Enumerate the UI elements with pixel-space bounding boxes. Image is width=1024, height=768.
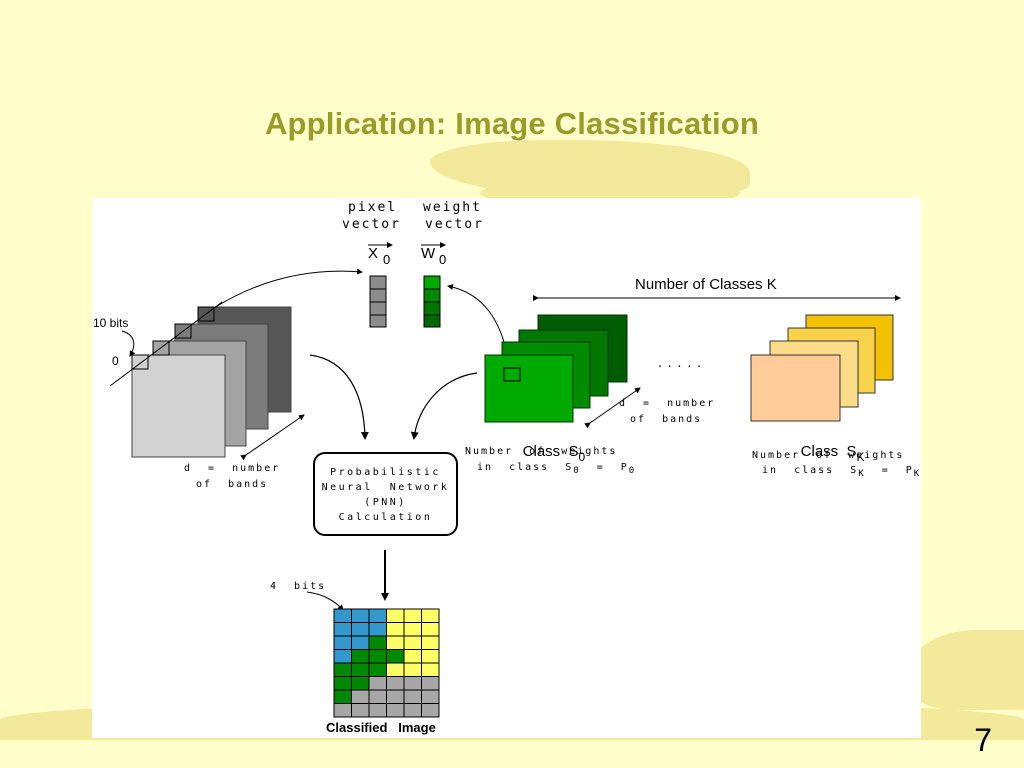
four-bits-label: 4 bits bbox=[270, 581, 327, 592]
classified-pixel bbox=[386, 662, 405, 677]
class-sk-bands bbox=[750, 314, 894, 422]
classified-pixel bbox=[368, 689, 387, 704]
classified-pixel bbox=[368, 608, 387, 623]
classified-pixel bbox=[368, 635, 387, 650]
classified-pixel bbox=[421, 622, 440, 637]
pnn-line: Calculation bbox=[338, 512, 433, 523]
class-bands-label: d = number bbox=[619, 398, 716, 409]
weight-vector-label: weight bbox=[423, 200, 482, 215]
classified-pixel bbox=[386, 635, 405, 650]
classified-pixel bbox=[403, 649, 422, 664]
classified-pixel bbox=[403, 622, 422, 637]
pixel-vector-label: vector bbox=[342, 217, 401, 232]
classified-pixel bbox=[403, 608, 422, 623]
class-bands-label: of bands bbox=[630, 414, 703, 425]
classified-pixel bbox=[421, 608, 440, 623]
classified-pixel bbox=[368, 649, 387, 664]
classified-pixel bbox=[333, 689, 352, 704]
classified-pixel bbox=[351, 689, 370, 704]
class-sk-weights-label: Number of weights bbox=[752, 450, 905, 461]
classified-pixel bbox=[333, 676, 352, 691]
pixel-vector-label: pixel bbox=[348, 200, 398, 215]
classified-pixel bbox=[351, 635, 370, 650]
x-vector-subscript: 0 bbox=[383, 252, 391, 267]
number-of-classes-label: Number of Classes K bbox=[635, 276, 777, 293]
classified-pixel bbox=[333, 608, 352, 623]
classified-image-label: Classified Image bbox=[326, 720, 436, 735]
classified-pixel bbox=[421, 689, 440, 704]
classified-image-grid bbox=[333, 608, 440, 718]
classified-pixel bbox=[333, 635, 352, 650]
classified-pixel bbox=[403, 676, 422, 691]
classified-pixel bbox=[333, 662, 352, 677]
background-splash bbox=[905, 630, 1024, 710]
classes-ellipsis: . . . . . bbox=[658, 354, 703, 370]
class-sk-weights-label: in class SK = PK bbox=[762, 465, 922, 479]
classified-pixel bbox=[368, 676, 387, 691]
classified-pixel bbox=[386, 689, 405, 704]
w-vector-symbol: W bbox=[421, 245, 436, 262]
classified-pixel bbox=[333, 622, 352, 637]
input-bands-label: d = number bbox=[184, 463, 281, 474]
classified-pixel bbox=[421, 649, 440, 664]
input-bands-label: of bands bbox=[196, 479, 269, 490]
class-s0-weights-label: in class S0 = P0 bbox=[477, 462, 637, 476]
classified-pixel bbox=[386, 703, 405, 718]
class-sk-label: Class SK bbox=[800, 443, 865, 464]
classified-pixel bbox=[386, 622, 405, 637]
classified-pixel bbox=[403, 635, 422, 650]
classified-pixel bbox=[351, 622, 370, 637]
classified-pixel bbox=[421, 703, 440, 718]
pnn-line: (PNN) bbox=[364, 497, 407, 508]
pnn-line: Neural Network bbox=[321, 482, 450, 493]
classified-pixel bbox=[403, 662, 422, 677]
classified-pixel bbox=[368, 703, 387, 718]
classified-pixel bbox=[351, 608, 370, 623]
classified-pixel bbox=[368, 622, 387, 637]
classified-pixel bbox=[368, 662, 387, 677]
diagram-graphics bbox=[109, 242, 901, 718]
class-s0-weights-label: Number of weights bbox=[465, 446, 618, 457]
page-number: 7 bbox=[974, 722, 992, 758]
classified-pixel bbox=[403, 689, 422, 704]
classified-pixel bbox=[386, 649, 405, 664]
pixel-vector-x0 bbox=[369, 275, 387, 328]
w-vector-subscript: 0 bbox=[439, 252, 447, 267]
classified-pixel bbox=[386, 608, 405, 623]
classified-pixel bbox=[421, 676, 440, 691]
slide-title: Application: Image Classification bbox=[264, 106, 760, 141]
weight-vector-w0 bbox=[423, 275, 441, 328]
classified-pixel bbox=[386, 676, 405, 691]
weight-vector-label: vector bbox=[425, 217, 484, 232]
pnn-calculation-box: Probabilistic Neural Network (PNN) Calcu… bbox=[313, 452, 458, 536]
classified-pixel bbox=[351, 649, 370, 664]
classified-pixel bbox=[403, 703, 422, 718]
classified-pixel bbox=[351, 676, 370, 691]
classified-pixel bbox=[333, 649, 352, 664]
classified-pixel bbox=[351, 703, 370, 718]
classified-pixel bbox=[421, 635, 440, 650]
class-s0-bands bbox=[484, 314, 628, 423]
class-s0-label: Class S0 bbox=[522, 443, 586, 464]
input-image-bands bbox=[109, 301, 292, 458]
pnn-line: Probabilistic bbox=[330, 467, 441, 478]
zero-label: 0 bbox=[112, 354, 119, 368]
classified-pixel bbox=[351, 662, 370, 677]
pnn-diagram: pixel vector weight vector X 0 W 0 10 bi… bbox=[92, 198, 921, 738]
x-vector-symbol: X bbox=[368, 245, 379, 262]
classified-pixel bbox=[421, 662, 440, 677]
ten-bits-label: 10 bits bbox=[93, 316, 129, 330]
classified-pixel bbox=[333, 703, 352, 718]
